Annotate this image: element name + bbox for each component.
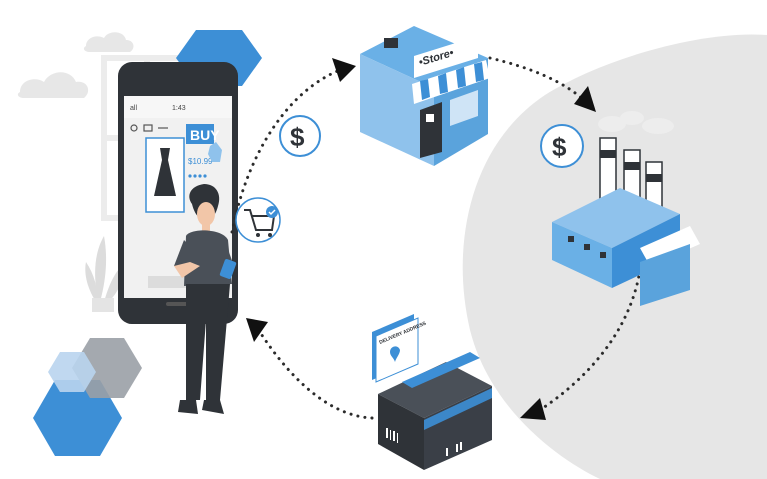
dollar-coin-icon: $ (279, 115, 321, 157)
delivery-address-tag: DELIVERY ADDRESS (372, 314, 428, 383)
buy-button[interactable] (186, 124, 214, 144)
dollar-symbol-1: $ (290, 122, 305, 152)
arrow-to-package (520, 398, 546, 420)
store-building: •Store• (360, 26, 490, 166)
arrow-to-shopper (246, 318, 268, 342)
location-pin-icon (390, 346, 400, 362)
arrow-to-store (332, 58, 356, 82)
dollar-coin-icon: $ (540, 124, 584, 168)
buy-button-label: BUY (190, 127, 220, 143)
phone-nav-icons (130, 124, 168, 132)
dollar-symbol-2: $ (552, 132, 567, 162)
arrowheads (246, 58, 596, 420)
product-price: $10.99 (188, 157, 213, 166)
handheld-phone (219, 259, 237, 279)
dress-icon (154, 148, 176, 196)
fragile-symbols-icon (446, 442, 462, 456)
phone-time: 1:43 (172, 105, 186, 112)
arrow-to-factory (574, 86, 596, 112)
barcode-icon (386, 428, 398, 443)
factory (552, 111, 700, 306)
clouds (17, 32, 134, 98)
hexagon-cluster (33, 338, 142, 456)
store-sign-board (414, 36, 478, 78)
woman-shopper (174, 184, 237, 414)
store-awning (412, 60, 490, 104)
package-box (378, 352, 492, 470)
shopping-cart-check-icon (235, 197, 281, 243)
hand-cursor-icon (208, 142, 222, 162)
phone-signal: all (130, 105, 137, 112)
rating-stars (188, 174, 207, 178)
